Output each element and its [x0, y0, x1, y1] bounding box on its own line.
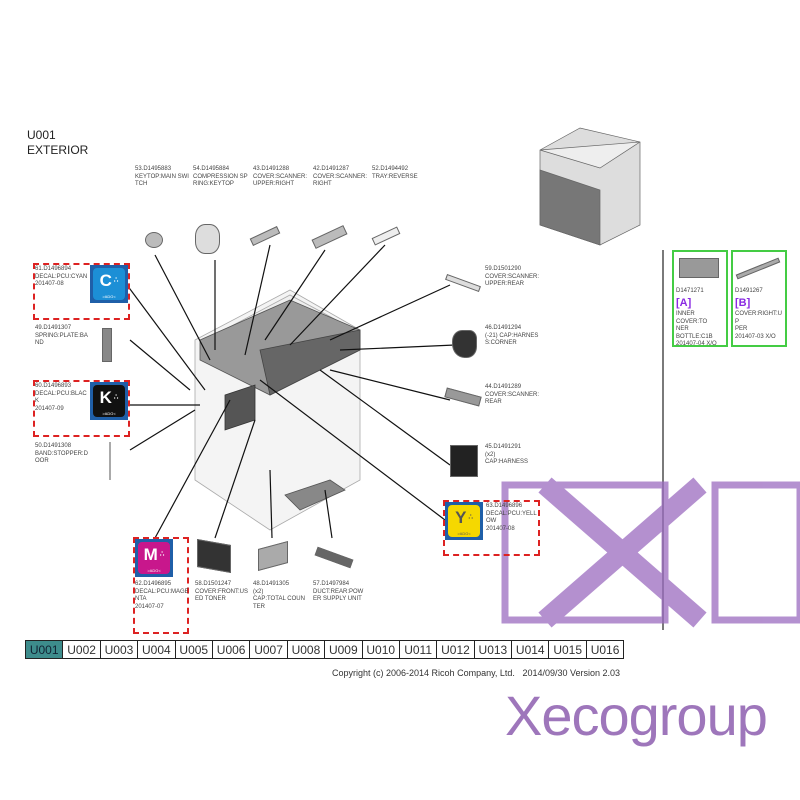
part-label[interactable]: 54.D1495884 COMPRESSION SP RING:KEYTOP: [193, 166, 248, 187]
part-desc: COVER:RIGHT:UP PER 201407-03 X/O: [735, 311, 783, 340]
watermark-text: Xecogroup: [505, 684, 768, 747]
section-title: EXTERIOR: [27, 143, 89, 157]
new-part-box: [33, 380, 130, 437]
tab-u005[interactable]: U005: [175, 641, 212, 658]
part-label[interactable]: 63.D1496896 DECAL:PCU:YELL OW 201407-08: [486, 503, 537, 532]
decal-letter: M: [143, 545, 158, 564]
decal-letter: C: [99, 271, 112, 290]
change-tag: [B]: [735, 297, 751, 309]
decal-subtext: >ADG<: [102, 411, 116, 416]
tab-u008[interactable]: U008: [287, 641, 325, 658]
tab-u006[interactable]: U006: [212, 641, 250, 658]
change-tag: [A]: [676, 297, 692, 309]
spring-plate-part: [102, 328, 112, 362]
footer: Copyright (c) 2006-2014 Ricoh Company, L…: [332, 668, 620, 679]
part-label[interactable]: 58.D1501247 COVER:FRONT:US ED TONER: [195, 581, 249, 602]
decal-subtext: >ADG<: [147, 568, 161, 573]
part-number: D1491267: [735, 288, 763, 294]
main-machine: [194, 289, 361, 531]
cap-harness-part: [450, 445, 478, 477]
part-label[interactable]: 45.D1491291 (x2) CAP:HARNESS: [485, 444, 529, 465]
tab-u002[interactable]: U002: [63, 641, 100, 658]
change-box-a[interactable]: D1471271 [A] INNER COVER:TO NER BOTTLE:C…: [672, 250, 728, 347]
part-label[interactable]: 62.D1496895 DECAL:PCU:MAGE NTA 201407-07: [135, 581, 189, 610]
new-part-box: [33, 263, 130, 320]
tab-u003[interactable]: U003: [100, 641, 138, 658]
copyright: Copyright (c) 2006-2014 Ricoh Company, L…: [332, 668, 515, 678]
decal-magenta: M∴ >ADG<: [135, 539, 173, 577]
part-label[interactable]: 43.D1491288 COVER:SCANNER: UPPER:RIGHT: [253, 166, 308, 187]
decal-letter: K: [99, 388, 112, 407]
tab-u013[interactable]: U013: [474, 641, 512, 658]
keytop-part: [145, 232, 163, 248]
decal-letter: Y: [455, 508, 467, 527]
part-desc: INNER COVER:TO NER BOTTLE:C1B 201407-04 …: [676, 311, 717, 347]
part-label[interactable]: 59.D1501290 COVER:SCANNER: UPPER:REAR: [485, 266, 540, 287]
cover-part: [735, 257, 781, 280]
tab-u011[interactable]: U011: [399, 641, 437, 658]
inner-cover-part: [679, 258, 719, 278]
part-label[interactable]: 60.D1496893 DECAL:PCU:BLAC K 201407-09: [35, 383, 87, 412]
part-label[interactable]: 53.D1495883 KEYTOP:MAIN SWI TCH: [135, 166, 189, 187]
tab-u016[interactable]: U016: [586, 641, 624, 658]
version: 2014/09/30 Version 2.03: [522, 668, 621, 678]
new-part-box: [133, 537, 189, 634]
decal-black: K∴ >ADG<: [90, 382, 128, 420]
decal-cyan: C∴ >ADG<: [90, 265, 128, 303]
cap-part: [452, 330, 477, 358]
toner-dots-icon: ∴: [468, 514, 473, 521]
machine-thumbnail: [539, 127, 641, 246]
part-label[interactable]: 42.D1491287 COVER:SCANNER: RIGHT: [313, 166, 368, 187]
decal-subtext: >ADG<: [457, 531, 471, 536]
tab-u015[interactable]: U015: [549, 641, 586, 658]
part-label[interactable]: 61.D1496894 DECAL:PCU:CYAN 201407-08: [35, 266, 88, 287]
tab-u012[interactable]: U012: [437, 641, 474, 658]
tab-u010[interactable]: U010: [362, 641, 399, 658]
tab-u014[interactable]: U014: [512, 641, 549, 658]
part-label[interactable]: 52.D1494492 TRAY:REVERSE: [372, 166, 418, 180]
part-label[interactable]: 44.D1491289 COVER:SCANNER: REAR: [485, 384, 540, 405]
part-label[interactable]: 57.D1497984 DUCT:REAR:POW ER SUPPLY UNIT: [313, 581, 364, 602]
decal-yellow: Y∴ >ADG<: [445, 502, 483, 540]
part-label[interactable]: 48.D1491305 (x2) CAP:TOTAL COUN TER: [253, 581, 305, 610]
watermark-logo: [501, 477, 800, 628]
spring-part: [195, 224, 220, 254]
toner-dots-icon: ∴: [159, 551, 165, 558]
toner-dots-icon: ∴: [113, 394, 119, 401]
leader-lines: [126, 244, 456, 539]
decal-subtext: >ADG<: [102, 294, 116, 299]
part-label[interactable]: 46.D1491294 (-21) CAP:HARNES S:CORNER: [485, 325, 539, 346]
new-part-box: [443, 500, 540, 556]
tab-u001[interactable]: U001: [26, 641, 63, 658]
change-box-b[interactable]: D1491267 [B] COVER:RIGHT:UP PER 201407-0…: [731, 250, 787, 347]
part-label[interactable]: 50.D1491308 BAND:STOPPER:D OOR: [35, 443, 88, 464]
tab-u004[interactable]: U004: [138, 641, 175, 658]
section-code: U001: [27, 128, 56, 142]
tab-u009[interactable]: U009: [325, 641, 362, 658]
toner-dots-icon: ∴: [113, 277, 119, 284]
part-number: D1471271: [676, 288, 704, 294]
part-label[interactable]: 49.D1491307 SPRING:PLATE:BA ND: [35, 325, 88, 346]
cover-part: [197, 539, 231, 573]
tab-u007[interactable]: U007: [250, 641, 287, 658]
